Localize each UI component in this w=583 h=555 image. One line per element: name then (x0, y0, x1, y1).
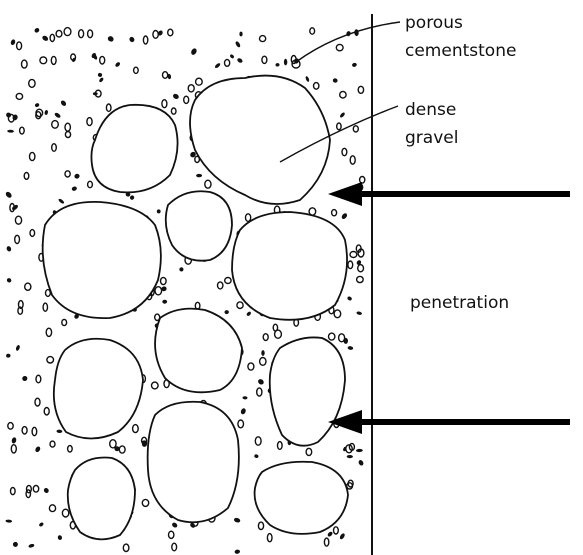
gravel-stone (255, 462, 348, 534)
gravel-stone (68, 458, 135, 540)
dense-label-line1: dense (405, 100, 456, 120)
cementstone-speck (239, 32, 242, 37)
gravel-stone (166, 191, 232, 260)
penetration-label: penetration (410, 293, 509, 313)
gravel-stone (232, 212, 347, 320)
cementstone-speck (261, 350, 264, 356)
cementstone-speck (284, 59, 287, 66)
porous-label-line2: cementstone (405, 41, 516, 61)
gravel-stone (148, 402, 239, 523)
porous-label-line1: porous (405, 13, 463, 33)
gravel-stone (43, 202, 161, 318)
dense-label-line2: gravel (405, 128, 458, 148)
